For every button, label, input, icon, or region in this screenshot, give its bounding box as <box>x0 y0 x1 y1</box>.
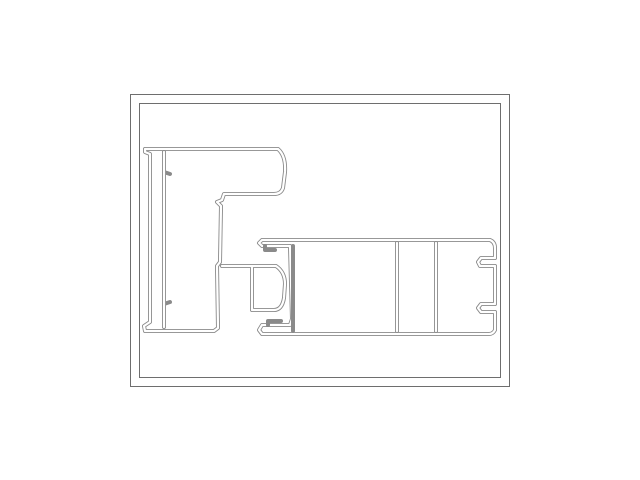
frame-profile <box>142 147 288 333</box>
sash-profile <box>257 238 497 336</box>
inner-border <box>139 103 501 378</box>
outer-border <box>130 94 510 387</box>
d-chamber <box>220 264 287 312</box>
